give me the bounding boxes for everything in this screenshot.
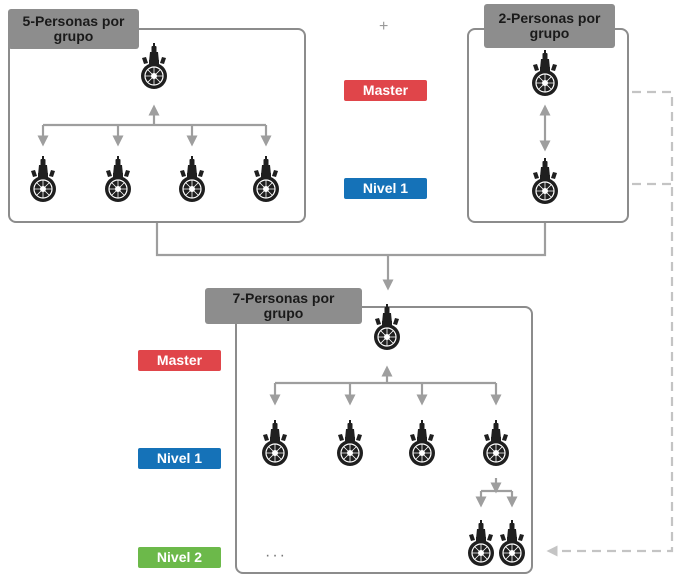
device-icon-g5-member-1 bbox=[30, 156, 56, 202]
level-badge-nivel1-top: Nivel 1 bbox=[344, 178, 427, 199]
group-2-title: 2-Personas por grupo bbox=[484, 4, 615, 48]
g7-hbar bbox=[275, 378, 496, 385]
device-icon-g5-member-3 bbox=[179, 156, 205, 202]
level-badge-master-top: Master bbox=[344, 80, 427, 101]
device-icon-g5-member-2 bbox=[105, 156, 131, 202]
device-icon-g7-sub-1 bbox=[468, 520, 494, 566]
device-icon-g7-member-4 bbox=[483, 420, 509, 466]
merge-line bbox=[155, 223, 547, 257]
g7-sub-hbar bbox=[481, 488, 512, 493]
device-icon-g2-member bbox=[532, 158, 558, 204]
device-icon-g7-member-3 bbox=[409, 420, 435, 466]
level-badge-nivel2-bottom: Nivel 2 bbox=[138, 547, 221, 568]
g5-hbar bbox=[43, 120, 266, 127]
device-icon-g7-sub-2 bbox=[499, 520, 525, 566]
device-icon-g7-member-2 bbox=[337, 420, 363, 466]
more-members-ellipsis: ··· bbox=[265, 547, 287, 564]
group-5-title: 5-Personas por grupo bbox=[8, 9, 139, 49]
level-badge-nivel1-bottom: Nivel 1 bbox=[138, 448, 221, 469]
device-icon-g5-master bbox=[141, 43, 167, 89]
plus-icon: + bbox=[379, 18, 389, 35]
level-badge-master-bottom: Master bbox=[138, 350, 221, 371]
dashed-feedback-master bbox=[546, 90, 674, 557]
device-icon-g7-master bbox=[374, 304, 400, 350]
device-icon-g7-member-1 bbox=[262, 420, 288, 466]
device-icon-g2-master bbox=[532, 50, 558, 96]
group-7-title: 7-Personas por grupo bbox=[205, 288, 362, 324]
device-icon-g5-member-4 bbox=[253, 156, 279, 202]
